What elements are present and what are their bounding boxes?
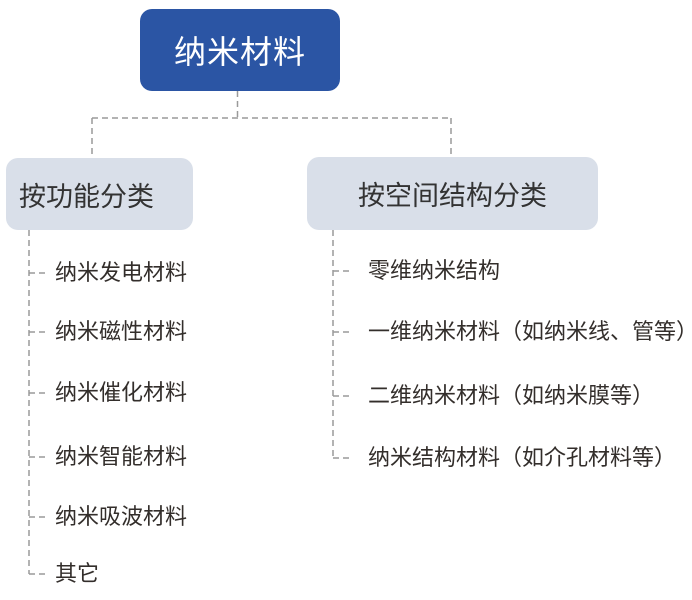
leaf-item-zero-dimensional: 零维纳米结构 xyxy=(368,257,501,283)
root-node-label: 纳米材料 xyxy=(173,34,306,70)
leaf-item-wave-absorbing: 纳米吸波材料 xyxy=(55,503,188,529)
branch-node-by-function: 按功能分类 xyxy=(6,158,193,230)
leaf-item-catalytic: 纳米催化材料 xyxy=(55,379,188,405)
leaf-item-one-dimensional: 一维纳米材料（如纳米线、管等） xyxy=(368,318,692,344)
root-node: 纳米材料 xyxy=(140,9,340,91)
branch-node-by-structure: 按空间结构分类 xyxy=(307,157,598,230)
branch-node-label: 按空间结构分类 xyxy=(358,181,547,211)
leaf-item-other: 其它 xyxy=(55,560,100,586)
leaf-item-smart: 纳米智能材料 xyxy=(55,443,188,469)
leaf-item-magnetic: 纳米磁性材料 xyxy=(55,318,188,344)
leaf-item-two-dimensional: 二维纳米材料（如纳米膜等） xyxy=(368,382,655,408)
leaf-item-power-generation: 纳米发电材料 xyxy=(55,259,188,285)
branch-node-label: 按功能分类 xyxy=(19,181,154,212)
leaf-item-nanostructured: 纳米结构材料（如介孔材料等） xyxy=(368,444,677,470)
